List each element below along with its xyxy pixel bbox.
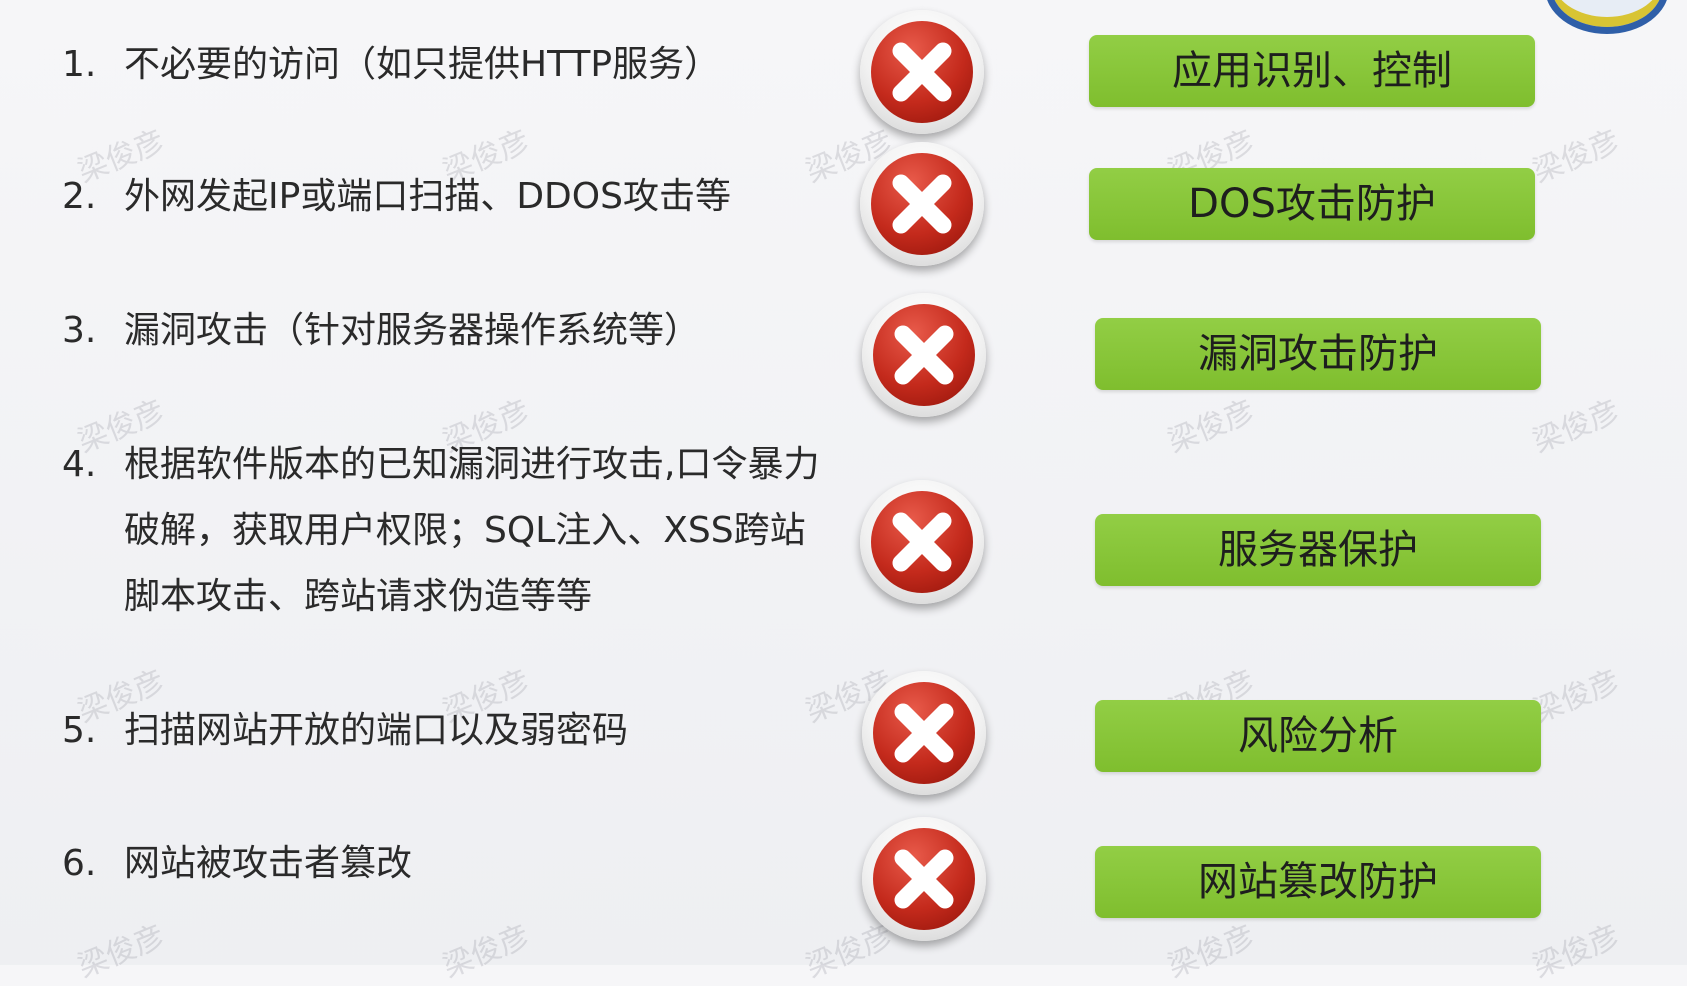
item-text: 网站被攻击者篡改 xyxy=(124,831,904,897)
item-number: 3. xyxy=(62,310,97,351)
item-number: 4. xyxy=(62,444,97,485)
close-x-icon xyxy=(860,480,984,604)
logo-icon xyxy=(1545,0,1669,34)
item-text: 外网发起IP或端口扫描、DDOS攻击等 xyxy=(124,164,904,230)
item-text: 不必要的访问（如只提供HTTP服务） xyxy=(124,32,904,98)
solution-tag-1: 应用识别、控制 xyxy=(1089,35,1535,107)
item-text-line: 不必要的访问（如只提供HTTP服务） xyxy=(124,44,721,85)
close-x-icon xyxy=(862,817,986,941)
item-text-line: 扫描网站开放的端口以及弱密码 xyxy=(124,710,629,751)
watermark: 梁俊彦 xyxy=(1527,123,1625,190)
item-text-line: 根据软件版本的已知漏洞进行攻击,口令暴力 xyxy=(124,444,820,485)
watermark: 梁俊彦 xyxy=(72,918,170,985)
watermark: 梁俊彦 xyxy=(437,918,535,985)
close-x-icon xyxy=(862,671,986,795)
slide: 梁俊彦 梁俊彦 梁俊彦 梁俊彦 梁俊彦 梁俊彦 梁俊彦 梁俊彦 梁俊彦 梁俊彦 … xyxy=(62,0,1669,985)
solution-tag-2: DOS攻击防护 xyxy=(1089,168,1535,240)
close-x-icon xyxy=(860,142,984,266)
solution-tag-5: 风险分析 xyxy=(1095,700,1541,772)
item-text-line: 脚本攻击、跨站请求伪造等等 xyxy=(124,576,593,617)
item-number: 5. xyxy=(62,710,97,751)
item-text-line: 外网发起IP或端口扫描、DDOS攻击等 xyxy=(124,176,731,217)
item-text: 根据软件版本的已知漏洞进行攻击,口令暴力 破解，获取用户权限；SQL注入、XSS… xyxy=(124,432,904,630)
solution-tag-3: 漏洞攻击防护 xyxy=(1095,318,1541,390)
solution-tag-4: 服务器保护 xyxy=(1095,514,1541,586)
close-x-icon xyxy=(860,10,984,134)
item-text: 漏洞攻击（针对服务器操作系统等） xyxy=(124,298,904,364)
watermark: 梁俊彦 xyxy=(1162,393,1260,460)
item-number: 2. xyxy=(62,176,97,217)
close-x-icon xyxy=(862,293,986,417)
item-text-line: 漏洞攻击（针对服务器操作系统等） xyxy=(124,310,701,351)
watermark: 梁俊彦 xyxy=(1162,918,1260,985)
item-number: 6. xyxy=(62,843,97,884)
item-text-line: 网站被攻击者篡改 xyxy=(124,843,413,884)
item-number: 1. xyxy=(62,44,97,85)
solution-tag-6: 网站篡改防护 xyxy=(1095,846,1541,918)
item-text: 扫描网站开放的端口以及弱密码 xyxy=(124,698,904,764)
watermark: 梁俊彦 xyxy=(1527,393,1625,460)
watermark: 梁俊彦 xyxy=(1527,918,1625,985)
item-text-line: 破解，获取用户权限；SQL注入、XSS跨站 xyxy=(124,510,806,551)
